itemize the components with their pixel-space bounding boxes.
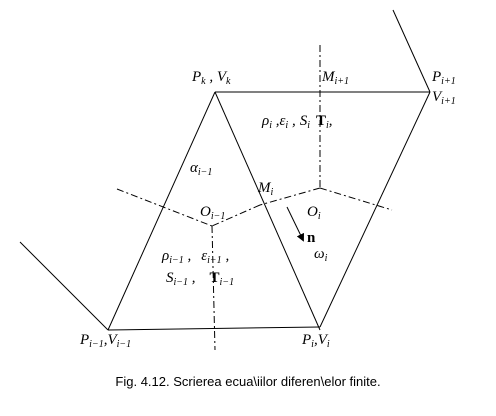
label-omega: ωi [314,246,328,264]
dual-edge-oi-mi [259,187,321,206]
figure-caption: Fig. 4.12. Scrierea ecua\iilor diferen\e… [115,374,381,389]
label-mi1: Mi+1 [321,69,349,87]
label-vi1: Vi+1 [432,89,456,107]
label-pi-vi: Pi,Vi [301,332,330,350]
dual-mesh-edges [116,45,393,351]
edge-pim1-pi [107,326,321,331]
label-alpha: αi−1 [190,160,212,178]
label-cell-im1-bottom: Si−1 ,Ti−1 [166,270,234,288]
label-cell-im1-top: ρi−1 ,εi−1 , [161,248,229,266]
label-pk-vk: Pk , Vk [191,69,231,87]
edge-pi1-upper [392,9,431,93]
edge-pim1-pk [107,91,216,331]
edge-pim1-left [19,241,109,331]
dual-edge-oim1-bottom [211,225,216,351]
label-o-i: Oi [307,204,321,222]
label-mi: Mi [257,180,274,198]
normal-vector-arrow [286,206,304,242]
label-pim1: Pi−1,Vi−1 [79,332,131,350]
dual-edge-mi-oim1 [211,204,261,227]
label-o-im1: Oi−1 [200,204,225,222]
label-normal-n: n [307,230,316,246]
label-pi1: Pi+1 [431,69,456,87]
dual-edge-oi-right [319,187,393,211]
mesh-edges [19,9,431,331]
edge-pi1-pi [319,91,431,328]
edge-pk-pi [214,91,321,331]
dual-edge-left-oim1 [116,188,213,227]
